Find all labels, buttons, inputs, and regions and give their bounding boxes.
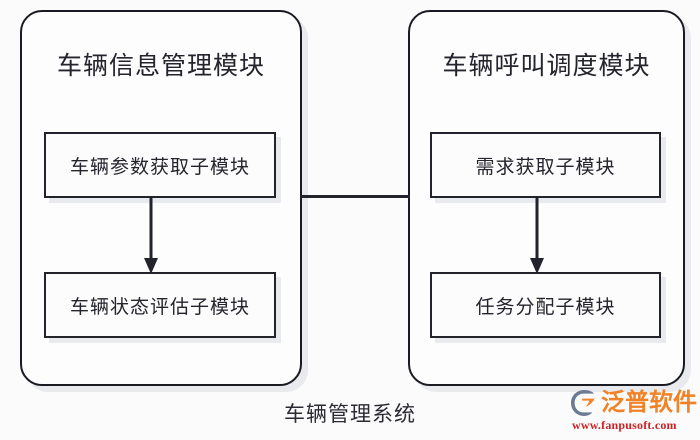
submodule-vehicle-parameter-acquisition[interactable]: 车辆参数获取子模块 (44, 132, 276, 198)
swoosh-logo-icon (571, 390, 595, 416)
panel-title-vehicle-information-management: 车辆信息管理模块 (56, 53, 265, 80)
watermark-logo: 泛普软件 www.fanpusoft.com (570, 388, 698, 438)
watermark-url: www.fanpusoft.com (572, 418, 677, 432)
diagram-caption: 车辆管理系统 (284, 402, 416, 426)
watermark-brand: 泛普软件 (601, 389, 697, 416)
arrow-down-icon-left (144, 196, 158, 274)
arrow-down-icon-right (530, 196, 544, 274)
submodule-vehicle-status-evaluation[interactable]: 车辆状态评估子模块 (44, 272, 276, 338)
panel-title-vehicle-call-dispatch: 车辆呼叫调度模块 (442, 53, 651, 80)
submodule-task-allocation[interactable]: 任务分配子模块 (430, 272, 661, 338)
watermark-row: 泛普软件 (570, 388, 697, 418)
connector-between-panels (300, 195, 410, 198)
submodule-demand-acquisition[interactable]: 需求获取子模块 (430, 132, 661, 198)
